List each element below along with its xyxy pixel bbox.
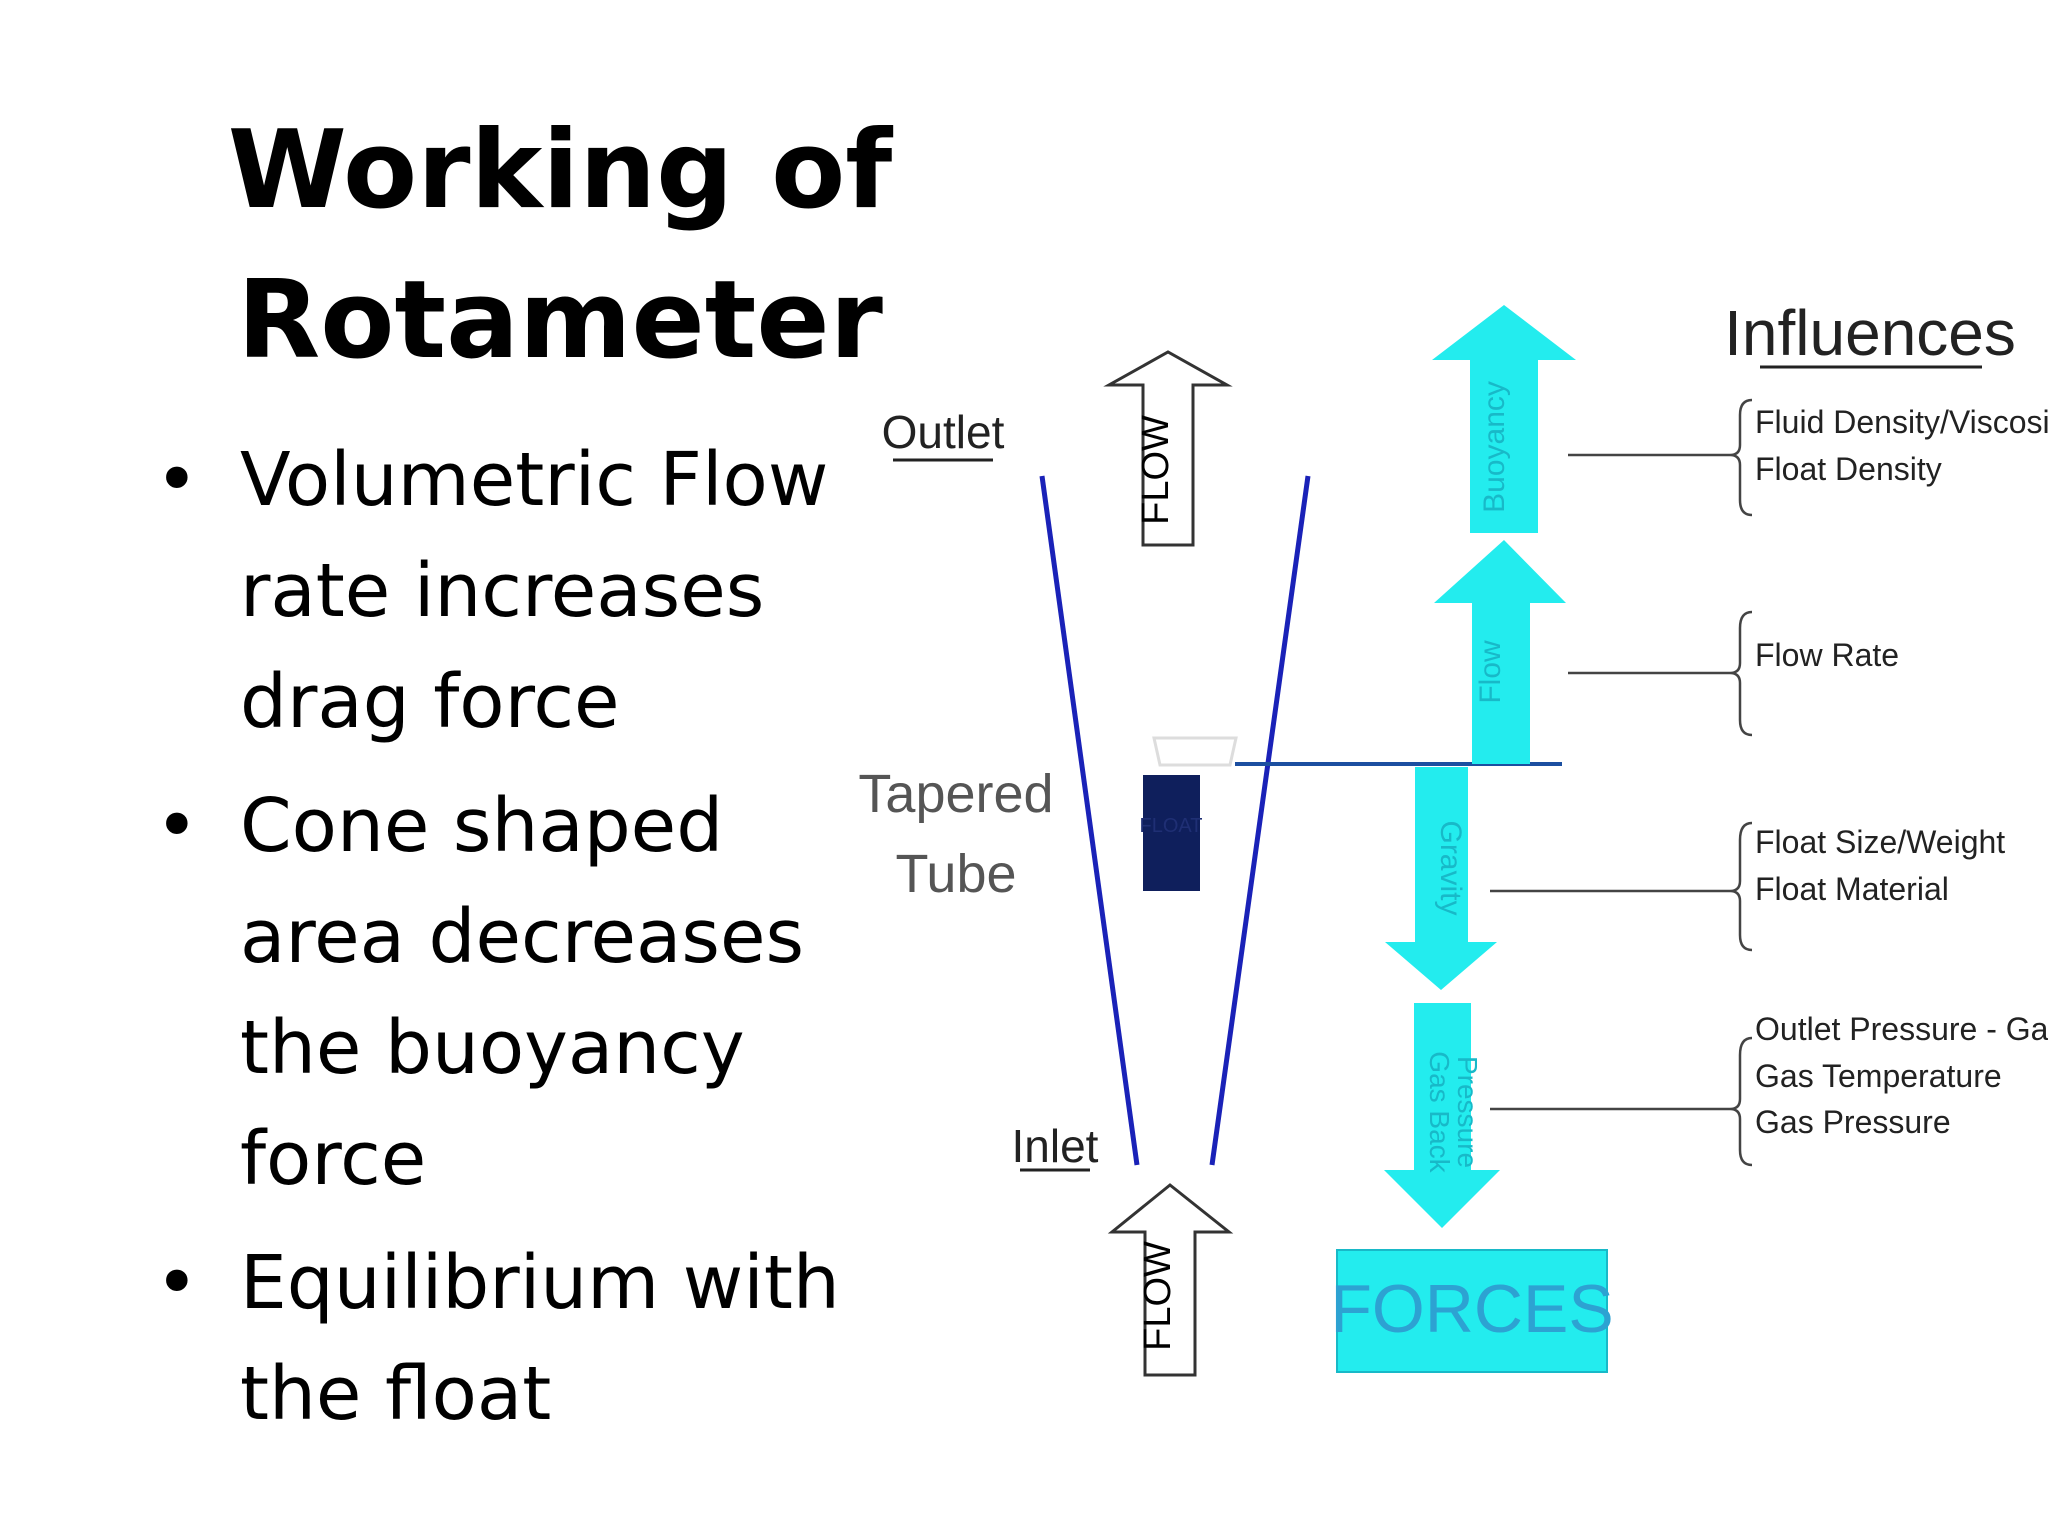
gas-back-label-line2: Pressure [1452,1056,1483,1168]
title-line-2: Rotameter [237,258,883,383]
buoyancy-arrow: Buoyancy [1432,305,1576,533]
influence-gas-pressure: Gas Pressure [1755,1104,1951,1140]
influence-fluid-density: Fluid Density/Viscosity [1755,404,2048,440]
flow-arrow-top: FLOW [1103,350,1233,547]
slide-title: Working of Rotameter [220,96,900,396]
bullet-list: Volumetric Flow rate increases drag forc… [150,425,850,1463]
tapered-label-line2: Tube [895,844,1016,904]
flow-force-label: Flow [1474,640,1507,704]
forces-box-label: FORCES [1330,1271,1613,1347]
influence-connectors [1490,398,1753,1167]
gas-back-pressure-arrow: Gas Back Pressure [1384,1003,1500,1228]
bullet-item: Cone shaped area decreases the buoyancy … [150,771,850,1215]
gravity-label: Gravity [1434,820,1467,915]
buoyancy-label: Buoyancy [1478,381,1511,513]
influence-float-density: Float Density [1755,451,1942,487]
flow-arrow-bottom: FLOW [1107,1183,1234,1377]
inlet-label: Inlet [1012,1120,1099,1172]
tapered-label-line1: Tapered [858,764,1053,824]
outlet-label: Outlet [882,406,1005,458]
influence-outlet-pressure: Outlet Pressure - Gas [1755,1011,2048,1047]
float-label: FLOAT [1140,815,1203,837]
flow-arrow-top-label: FLOW [1135,415,1177,525]
tube-left-wall [1039,475,1140,1166]
bullet-item: Volumetric Flow rate increases drag forc… [150,425,850,758]
influence-float-size: Float Size/Weight [1755,824,2005,860]
gravity-arrow: Gravity [1385,767,1497,990]
influence-flow-rate: Flow Rate [1755,637,1899,673]
float [1143,775,1200,891]
influence-gas-temperature: Gas Temperature [1755,1058,2002,1094]
influences-title: Influences [1724,297,2016,369]
influence-float-material: Float Material [1755,871,1949,907]
title-line-1: Working of [227,108,893,233]
flow-arrow-bottom-label: FLOW [1137,1241,1179,1351]
tube-right-wall [1209,475,1311,1166]
bullet-item: Equilibrium with the float [150,1228,850,1450]
float-cap [1152,736,1238,767]
forces-box [1336,1249,1608,1373]
flow-force-arrow: Flow [1434,540,1566,764]
gas-back-label-line1: Gas Back [1424,1051,1455,1173]
